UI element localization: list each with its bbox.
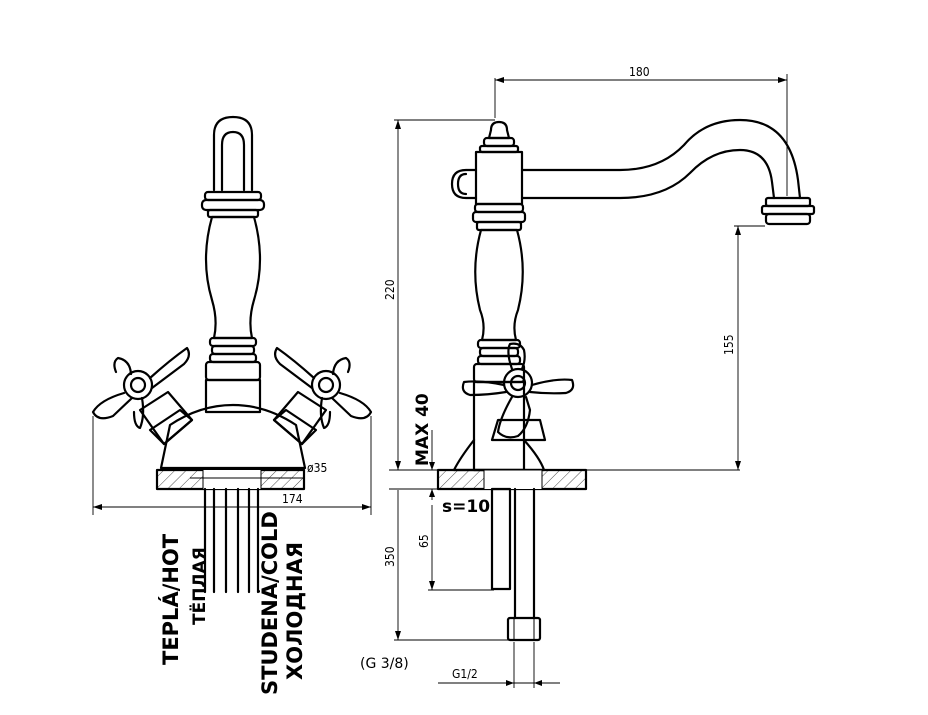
dim-height-total: 220 [383, 279, 397, 300]
label-cold-cz: STUDENÁ/COLD [257, 511, 282, 695]
dim-shank-length: 65 [417, 534, 431, 548]
dim-spout-height: 155 [722, 334, 736, 355]
label-hot-cz: TEPLÁ/HOT [158, 533, 183, 665]
side-valve-handle [461, 342, 575, 442]
front-view: ø35 174 [91, 115, 373, 594]
dim-max-thickness: MAX 40 [413, 393, 433, 466]
dim-plate-thickness: s=10 [442, 497, 490, 517]
side-dimensions [389, 74, 788, 688]
dim-thread-main: (G 3/8) [360, 656, 409, 672]
label-cold-ru: ХОЛОДНАЯ [283, 542, 307, 680]
side-view [436, 118, 816, 642]
label-hot-ru: ТЁПЛАЯ [188, 547, 210, 625]
dim-hole-diameter: ø35 [307, 461, 327, 475]
right-valve-handle [272, 346, 373, 446]
left-valve-handle [91, 346, 194, 446]
dim-width-total: 180 [629, 65, 650, 79]
dim-base-width: 174 [282, 492, 303, 506]
dim-thread-outlet: G1/2 [452, 667, 478, 681]
dim-hose-length: 350 [383, 546, 397, 567]
